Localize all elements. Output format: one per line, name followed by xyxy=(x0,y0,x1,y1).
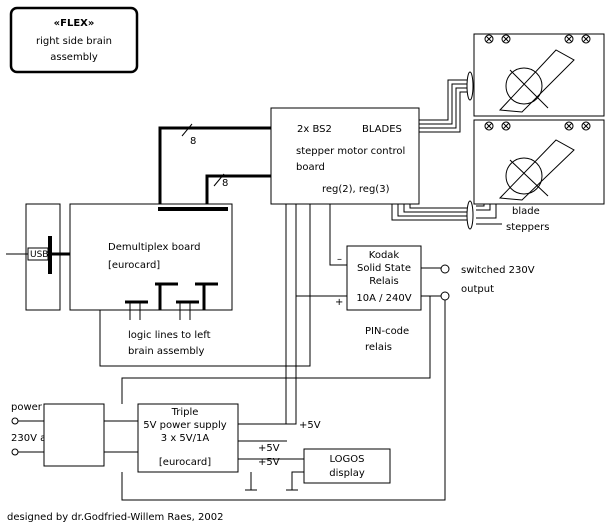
supply-rails: +5V +5V +5V xyxy=(121,204,446,501)
stepper-motor-lower xyxy=(473,119,605,205)
motor-board-blades: BLADES xyxy=(362,124,402,135)
motor-board-title-2: board xyxy=(296,162,325,173)
bus-width-label-a: 8 xyxy=(190,136,196,147)
power-supply: Triple 5V power supply 3 x 5V/1A [euroca… xyxy=(137,403,239,473)
logic-lines-label-2: brain assembly xyxy=(128,346,204,357)
stepper-cables xyxy=(391,39,511,230)
designer-credit: designed by dr.Godfried-Willem Raes, 200… xyxy=(7,512,223,523)
psu-title-2: 5V power supply xyxy=(143,420,226,431)
title-subtitle-2: assembly xyxy=(50,52,98,63)
motor-board-title: stepper motor control xyxy=(296,146,405,157)
relay-brand: Kodak xyxy=(369,250,400,261)
power-input: power 230V ac xyxy=(11,402,138,467)
switched-output-label-2: output xyxy=(461,284,494,295)
motor-control-board: 2x BS2 BLADES stepper motor control boar… xyxy=(270,107,420,205)
relay-minus: – xyxy=(337,254,342,265)
pin-code-label: PIN-code xyxy=(365,326,409,337)
usb-label: USB xyxy=(30,250,48,260)
usb-host: USB xyxy=(6,203,78,311)
rail-label-1: +5V xyxy=(299,420,321,431)
switched-output-label: switched 230V xyxy=(461,265,535,276)
psu-title: Triple xyxy=(171,407,199,418)
logos-display: LOGOS display xyxy=(303,448,391,484)
switched-output: switched 230V output xyxy=(421,264,535,301)
demultiplex-board: Demultiplex board [eurocard] xyxy=(69,203,233,320)
logic-lines-label: logic lines to left xyxy=(128,330,211,341)
power-label: power xyxy=(11,402,43,413)
power-voltage-label: 230V ac xyxy=(11,433,52,444)
bus-width-label-b: 8 xyxy=(222,178,228,189)
blade-steppers-label: blade xyxy=(512,206,540,217)
solid-state-relay: Kodak Solid State Relais 10A / 240V – + xyxy=(335,245,422,311)
motor-board-registers: reg(2), reg(3) xyxy=(322,184,390,195)
demux-format: [eurocard] xyxy=(108,260,160,271)
demux-title: Demultiplex board xyxy=(108,242,201,253)
motor-board-chip: 2x BS2 xyxy=(297,124,332,135)
psu-format: [eurocard] xyxy=(159,457,211,468)
relay-rating: 10A / 240V xyxy=(356,293,411,304)
rail-label-2: +5V xyxy=(258,443,280,454)
title-subtitle: right side brain xyxy=(36,36,112,47)
relay-type-2: Relais xyxy=(369,276,399,287)
relay-type: Solid State xyxy=(357,263,411,274)
data-buses: 8 8 xyxy=(158,123,271,208)
relay-plus: + xyxy=(335,297,343,308)
rail-label-3: +5V xyxy=(258,457,280,468)
blade-steppers-label-2: steppers xyxy=(506,222,549,233)
stepper-motor-upper xyxy=(473,33,605,117)
title-heading: «FLEX» xyxy=(54,18,95,29)
pin-code-label-2: relais xyxy=(365,342,392,353)
psu-rating: 3 x 5V/1A xyxy=(161,433,210,444)
title-box: «FLEX» right side brain assembly xyxy=(9,6,139,74)
logos-subtitle: display xyxy=(329,468,365,479)
logos-title: LOGOS xyxy=(329,454,364,465)
